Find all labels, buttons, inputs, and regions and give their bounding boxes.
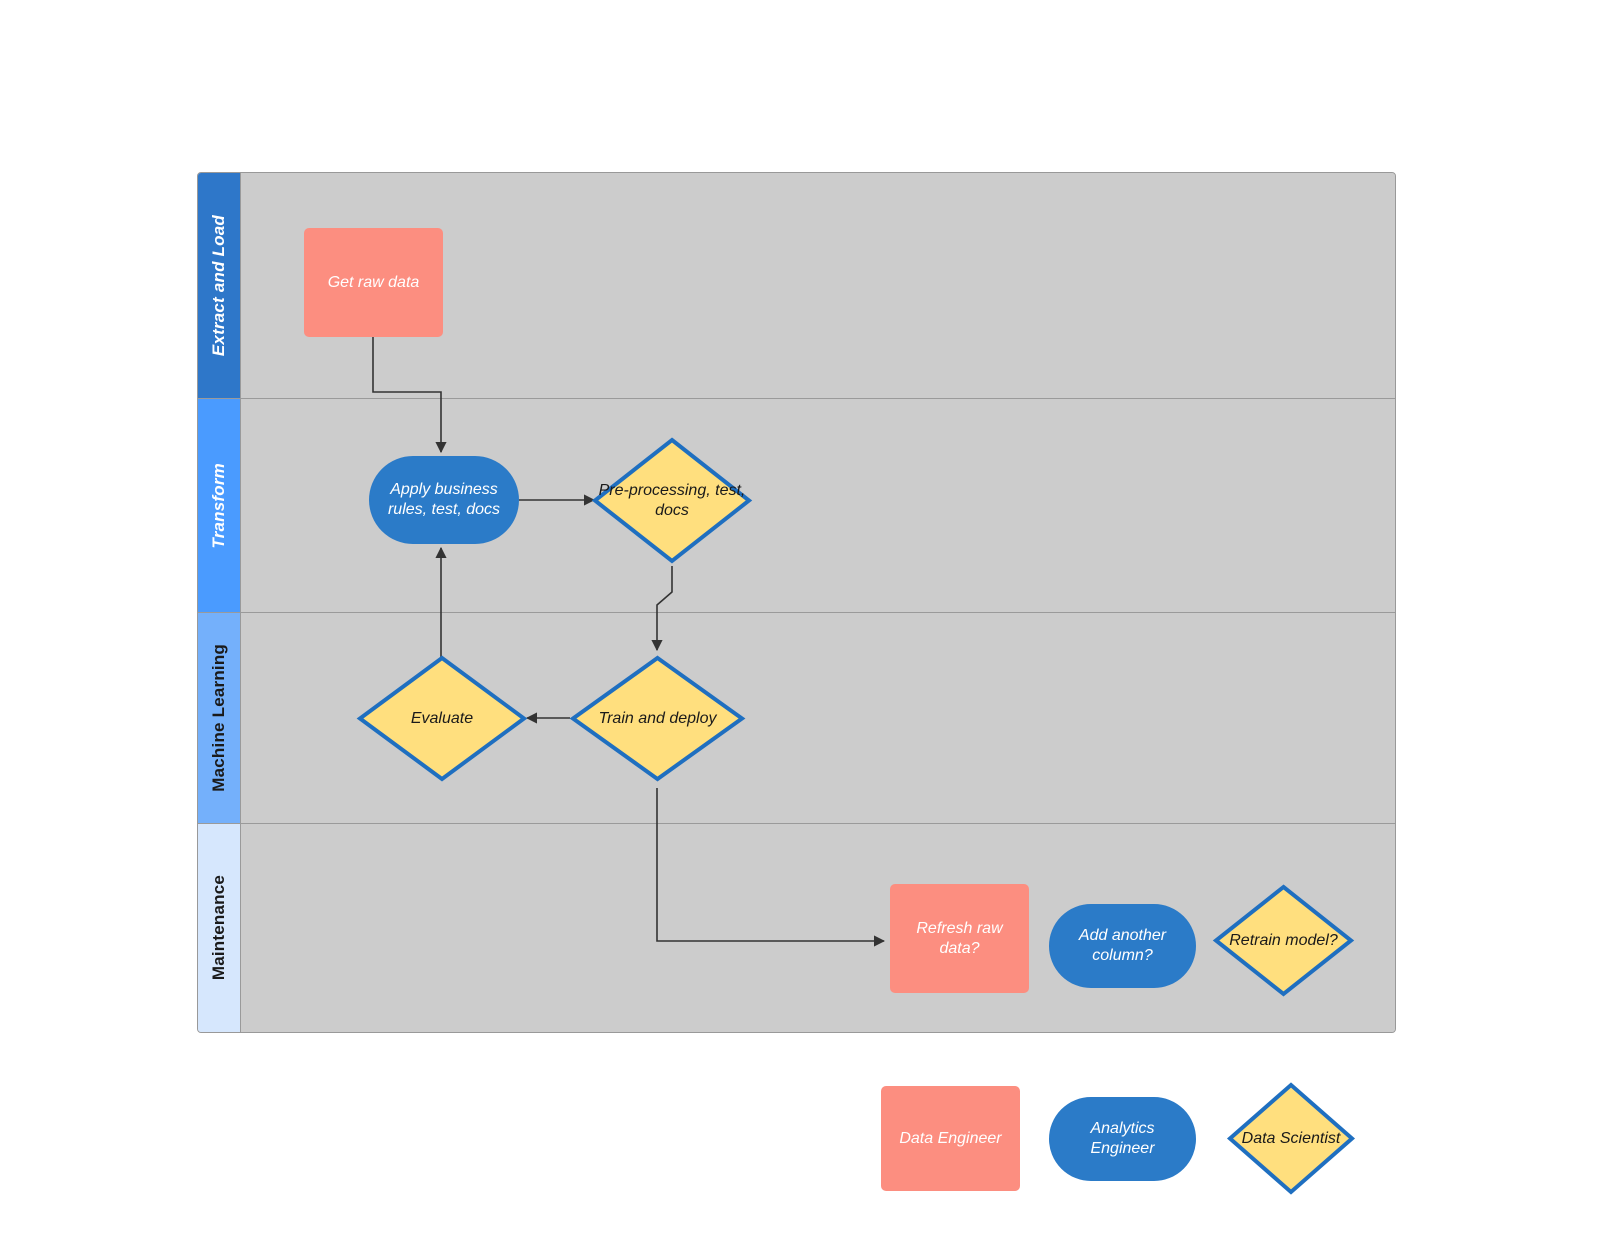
node-label-apply-business-rules: Apply business rules, test, docs (387, 481, 501, 518)
diamond-shape-icon (569, 655, 746, 782)
legend-label-data-scientist: Data Scientist (1241, 1129, 1341, 1147)
lane-header-machine-learning: Machine Learning (198, 613, 241, 823)
diamond-shape-icon (1226, 1082, 1356, 1195)
legend-label-data-engineer: Data Engineer (899, 1129, 1002, 1147)
diamond-shape-icon (591, 437, 753, 564)
node-apply-business-rules[interactable]: Apply business rules, test, docs (369, 456, 519, 544)
lane-header-maintenance: Maintenance (198, 824, 241, 1032)
node-label-pre-processing: Pre-processing, test, docs (598, 481, 746, 519)
node-label-retrain-model: Retrain model? (1229, 931, 1338, 949)
legend-label-analytics-engineer: Analytics Engineer (1090, 1120, 1155, 1157)
node-label-get-raw-data: Get raw data (327, 273, 420, 291)
lane-label-transform: Transform (209, 462, 228, 549)
legend-item-data-scientist: Data Scientist (1226, 1082, 1356, 1195)
node-label-evaluate: Evaluate (410, 709, 474, 727)
lane-label-maintenance: Maintenance (209, 875, 228, 981)
lane-label-machine-learning: Machine Learning (209, 644, 228, 792)
node-refresh-raw-data[interactable]: Refresh raw data? (890, 884, 1029, 993)
diamond-shape-icon (356, 655, 528, 782)
lane-label-extract-and-load: Extract and Load (209, 214, 228, 357)
node-get-raw-data[interactable]: Get raw data (304, 228, 443, 337)
node-add-another-column[interactable]: Add another column? (1049, 904, 1196, 988)
node-label-add-another-column: Add another column? (1078, 927, 1167, 964)
lane-header-transform: Transform (198, 399, 241, 612)
node-label-train-and-deploy: Train and deploy (598, 709, 717, 727)
legend-item-analytics-engineer: Analytics Engineer (1049, 1097, 1196, 1181)
legend-item-data-engineer: Data Engineer (881, 1086, 1020, 1191)
diamond-shape-icon (1212, 884, 1355, 997)
node-train-and-deploy[interactable]: Train and deploy (569, 655, 746, 782)
node-label-refresh-raw-data: Refresh raw data? (916, 919, 1003, 957)
lane-header-extract-and-load: Extract and Load (198, 173, 241, 398)
node-retrain-model[interactable]: Retrain model? (1212, 884, 1355, 997)
node-pre-processing[interactable]: Pre-processing, test, docs (591, 437, 753, 564)
node-evaluate[interactable]: Evaluate (356, 655, 528, 782)
